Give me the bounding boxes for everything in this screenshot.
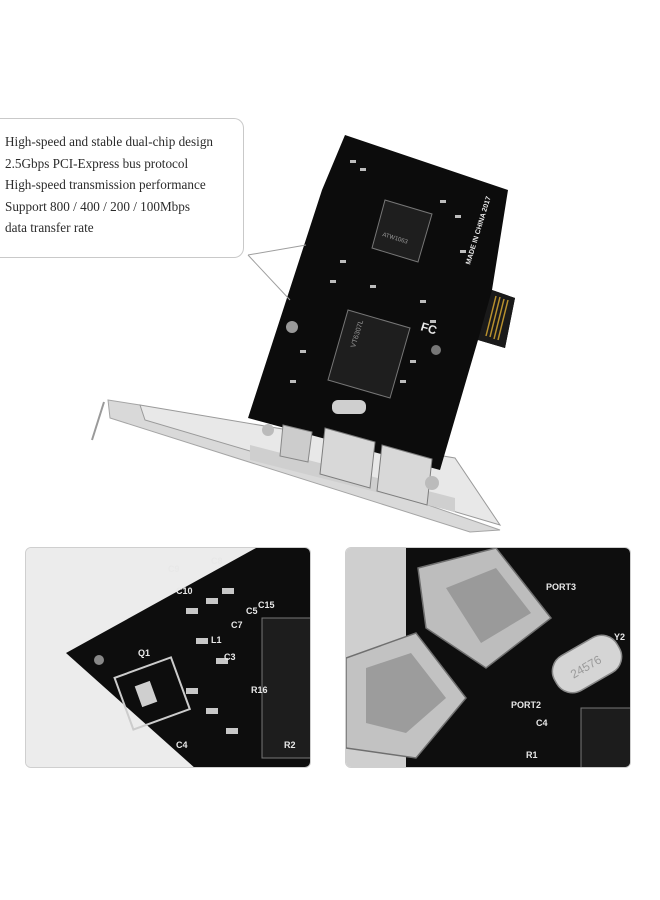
feature-line-4: Support 800 / 400 / 200 / 100Mbps (5, 198, 191, 214)
feature-line-2: 2.5Gbps PCI-Express bus protocol (5, 155, 189, 171)
pcb-board: ATW1063 VT6307L FC MADE IN CHINA 2017 (248, 135, 515, 470)
firewire-port-closeup (346, 548, 553, 759)
pcb-label: C4 (536, 718, 548, 728)
crystal-closeup: 24576 (551, 634, 623, 694)
pcb-label: C8 (211, 556, 223, 566)
pcb-label: R16 (251, 685, 268, 695)
pcb-label: PORT2 (511, 700, 541, 710)
closeup-right-image: 24576 PORT3 PORT2 Y2 C4 R1 (346, 548, 630, 767)
chip-primary: ATW1063 (371, 199, 433, 263)
pcb-label: C3 (224, 652, 236, 662)
pcb-label: Y2 (614, 632, 625, 642)
callout-leader (247, 244, 307, 301)
screw (262, 424, 274, 436)
crystal-oscillator (332, 400, 366, 414)
pcie-gold-fingers (478, 290, 515, 348)
pcb-label: Q1 (138, 648, 150, 658)
port-2 (376, 444, 433, 506)
closeup-photo-right: 24576 PORT3 PORT2 Y2 C4 R1 (345, 547, 631, 768)
feature-line-1: High-speed and stable dual-chip design (5, 134, 214, 149)
pcb-label: C7 (231, 620, 243, 630)
feature-callout: High-speed and stable dual-chip design 2… (0, 118, 244, 258)
fc-mark: FC (419, 319, 439, 337)
pcb-label: C4 (176, 740, 188, 750)
pcb-label: C9 (168, 564, 180, 574)
pcb-label: PORT3 (546, 582, 576, 592)
screw-hole (286, 321, 298, 333)
closeup-photo-left: C9 C8 C7 C5 C4 C3 L1 R16 Q1 C10 C15 R2 (25, 547, 311, 768)
main-product-photo: ATW1063 VT6307L FC MADE IN CHINA 2017 (91, 135, 515, 533)
feature-line-5: data transfer rate (5, 220, 94, 235)
port-1 (319, 427, 376, 489)
firewire-ports (262, 424, 439, 506)
smd-components (290, 160, 466, 383)
closeup-left-image: C9 C8 C7 C5 C4 C3 L1 R16 Q1 C10 C15 R2 (26, 548, 310, 767)
port-small (279, 424, 313, 463)
pcb-label: C10 (176, 586, 193, 596)
screw (425, 476, 439, 490)
chip-secondary: VT6307L (327, 309, 411, 399)
pcb-label: C15 (258, 600, 275, 610)
pcb-label: L1 (211, 635, 222, 645)
feature-line-3: High-speed transmission performance (5, 177, 206, 192)
capacitor (431, 345, 441, 355)
pcb-label: R2 (284, 740, 296, 750)
pcb-label: R1 (526, 750, 538, 760)
pcb-label: C5 (246, 606, 258, 616)
